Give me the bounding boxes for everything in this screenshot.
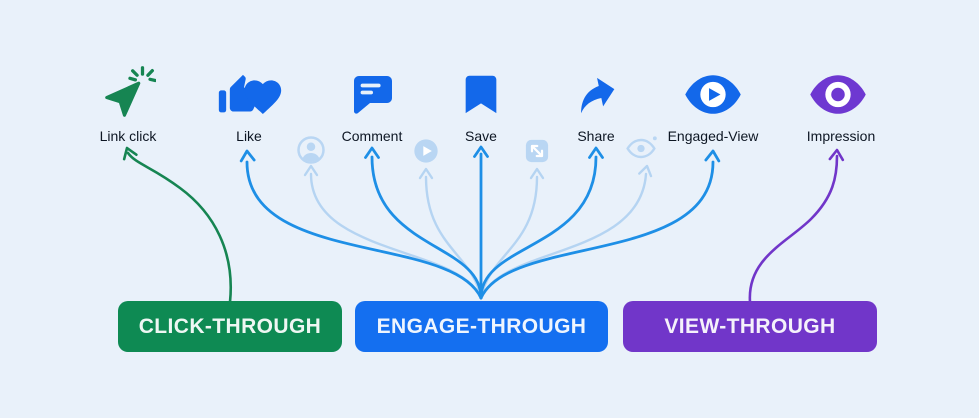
eye-pupil-icon (809, 74, 867, 115)
expand-arrows-icon (523, 137, 551, 165)
event-label-link-click: Link click (99, 128, 157, 144)
thumb-heart-icon (217, 73, 283, 117)
comment-bubble-icon (348, 70, 396, 118)
arrowhead (638, 164, 653, 178)
cursor-click-icon (102, 66, 157, 120)
eye-play-icon (684, 74, 742, 115)
click-through-box: CLICK-THROUGH (118, 301, 342, 352)
arrowhead (239, 149, 256, 163)
arrowhead (418, 167, 434, 180)
arrow-engage-to-share (479, 155, 598, 300)
play-circle-icon (412, 137, 440, 165)
arrow-engage-to-expand (479, 175, 539, 300)
eye-sparkle-icon (624, 135, 658, 162)
event-label-impression: Impression (806, 128, 876, 144)
arrow-engage-to-eye (479, 172, 648, 300)
event-label-comment: Comment (341, 128, 403, 144)
event-label-save: Save (465, 128, 497, 144)
arrow-engage-to-comment (370, 155, 483, 300)
arrowhead (529, 167, 545, 180)
arrowhead (473, 145, 489, 158)
arrow-click-to-link-click (126, 151, 233, 304)
event-label-engaged-view: Engaged-View (667, 128, 759, 144)
view-through-box: VIEW-THROUGH (623, 301, 877, 352)
arrow-engage-to-play (424, 175, 483, 300)
arrow-engage-to-like (245, 160, 483, 300)
arrowhead (364, 146, 380, 159)
arrowhead (588, 146, 604, 159)
arrow-engage-to-profile (309, 172, 483, 300)
arrow-view-to-impression (748, 154, 839, 304)
event-label-share: Share (577, 128, 615, 144)
share-arrow-icon (571, 68, 621, 118)
arrowhead (303, 164, 319, 177)
arrowhead (704, 149, 721, 163)
engage-through-box: ENGAGE-THROUGH (355, 301, 608, 352)
event-label-like: Like (236, 128, 262, 144)
arrowhead (122, 146, 138, 161)
profile-circle-icon (296, 135, 326, 165)
bookmark-icon (458, 71, 504, 117)
arrowhead (828, 148, 845, 162)
arrow-engage-to-engaged-view (479, 160, 715, 300)
